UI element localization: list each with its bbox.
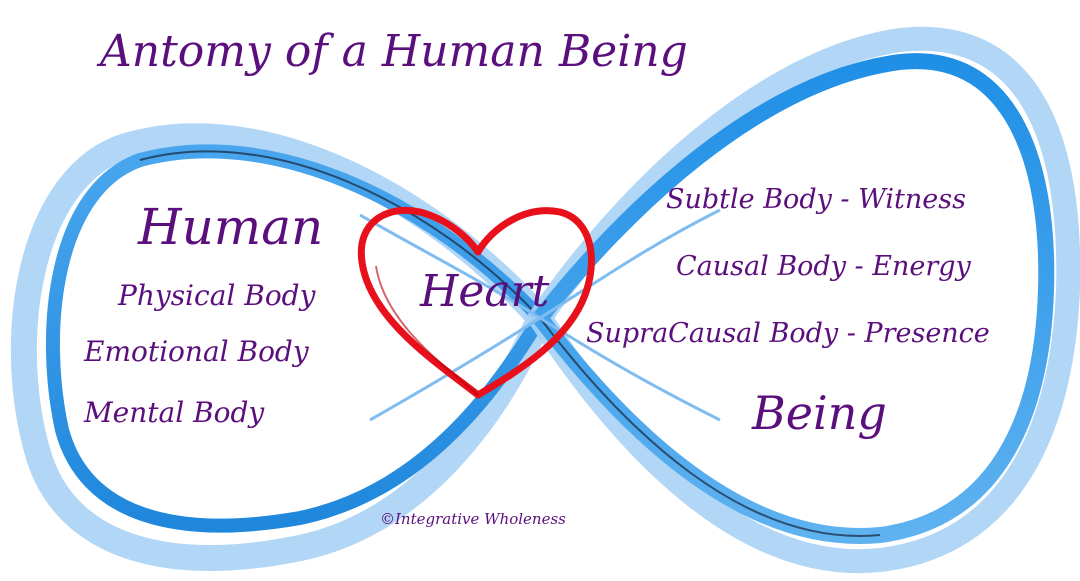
heart-label: Heart [420, 266, 550, 317]
copyright-notice: ©Integrative Wholeness [380, 510, 566, 528]
human-heading: Human [138, 198, 324, 256]
diagram-title: Antomy of a Human Being [100, 26, 688, 77]
causal-body-label: Causal Body - Energy [676, 251, 971, 282]
infinity-right-band [533, 53, 1055, 544]
subtle-body-label: Subtle Body - Witness [666, 184, 966, 215]
infinity-right-outer-band [525, 26, 1080, 574]
heart-outline-icon [357, 206, 595, 399]
being-heading: Being [752, 386, 887, 440]
emotional-body-label: Emotional Body [84, 335, 309, 368]
mental-body-label: Mental Body [84, 396, 265, 429]
supracausal-body-label: SupraCausal Body - Presence [586, 318, 990, 349]
physical-body-label: Physical Body [118, 279, 316, 312]
infinity-left-outer-band [10, 123, 556, 571]
